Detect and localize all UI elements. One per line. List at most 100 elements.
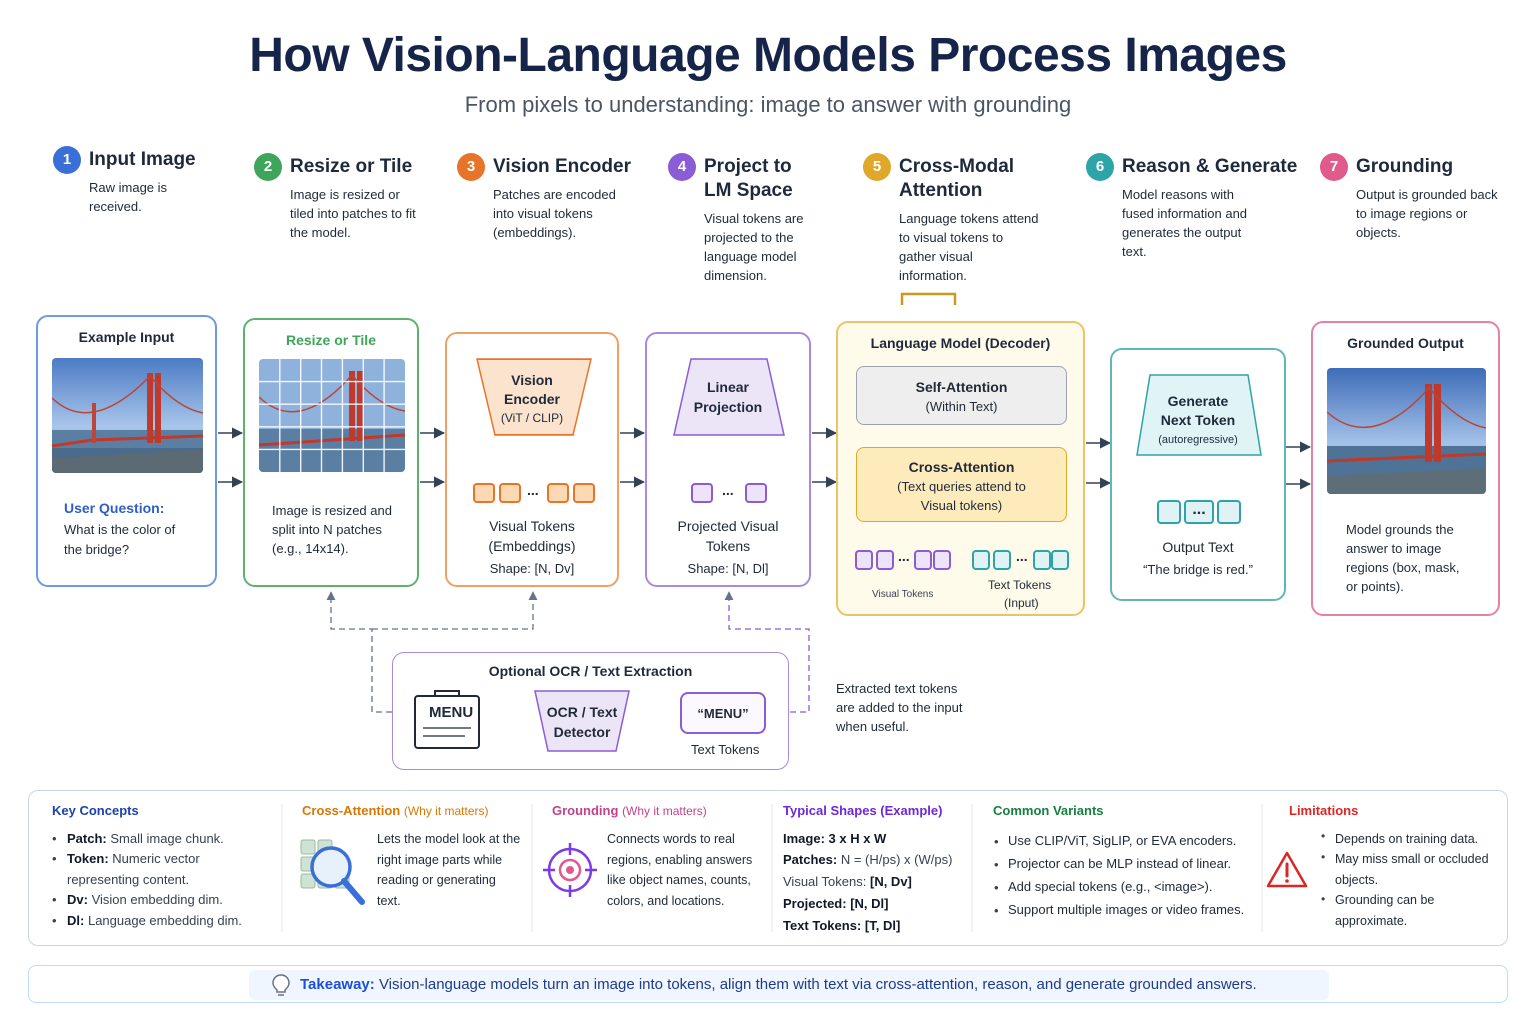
tokens-label: Projected Visual — [677, 518, 779, 534]
target-icon — [543, 843, 597, 897]
encoder-line2: Encoder — [503, 391, 560, 407]
step-desc: Raw image is received. — [89, 180, 168, 214]
cross-attention-text: Lets the model look at the right image p… — [377, 832, 521, 908]
user-question-label: User Question: — [64, 500, 165, 516]
takeaway-highlight — [249, 970, 1329, 1000]
text-token — [972, 550, 990, 570]
concept-term: Token: — [67, 851, 109, 866]
concept-text: Small image chunk. — [110, 831, 224, 846]
bullet: • — [52, 892, 57, 907]
step-number: 7 — [1320, 153, 1348, 181]
encoder-line3: (ViT / CLIP) — [500, 411, 564, 425]
projected-token — [691, 483, 713, 503]
generate-card: Generate Next Token (autoregressive) ...… — [1110, 348, 1286, 601]
tokens-shape: Shape: [N, Dl] — [687, 561, 769, 576]
encoder-line1: Vision — [511, 372, 553, 388]
grounded-output-card: Grounded Output Model grounds the answer… — [1311, 321, 1500, 616]
step-number: 5 — [863, 153, 891, 181]
magnifier-icon — [300, 839, 365, 905]
grounded-bridge-image — [1327, 368, 1486, 494]
limitation-item: Grounding can be approximate. — [1335, 893, 1435, 928]
tokens-sub: (Embeddings) — [488, 538, 576, 554]
bullet: • — [52, 831, 57, 846]
visual-token — [547, 483, 569, 503]
output-token — [1217, 500, 1241, 524]
takeaway-label: Takeaway: — [300, 976, 375, 993]
variants-title: Common Variants — [993, 803, 1104, 818]
shape-value: N = (H/ps) x (W/ps) — [840, 852, 953, 867]
text-token — [1033, 550, 1051, 570]
ocr-output-label: “MENU” — [697, 706, 749, 721]
variant-item: Support multiple images or video frames. — [1008, 902, 1245, 917]
bridge-image — [52, 358, 203, 473]
step-title: Vision Encoder — [493, 156, 631, 177]
step-title: Project to LM Space — [704, 156, 793, 201]
tokens-label: Visual Tokens — [489, 518, 575, 534]
cross-attention-title: Cross-Attention — [908, 459, 1015, 475]
step-title: Input Image — [89, 149, 196, 170]
panel-title-text: Grounding — [552, 803, 619, 818]
cross-attention-block: Cross-Attention (Text queries attend to … — [856, 447, 1067, 522]
bullet: • — [994, 834, 999, 849]
bullet: • — [994, 857, 999, 872]
card-title: Language Model (Decoder) — [870, 335, 1051, 351]
shape-item: Text Tokens: [T, Dl] — [783, 916, 900, 937]
concept-text: Language embedding dim. — [87, 913, 242, 928]
text-token — [993, 550, 1011, 570]
ocr-detector-block — [534, 690, 630, 752]
visual-token — [573, 483, 595, 503]
text-token — [1051, 550, 1069, 570]
step-desc: Output is grounded back to image regions… — [1356, 187, 1498, 240]
visual-token — [933, 550, 951, 570]
user-question-text: What is the color of the bridge? — [64, 522, 176, 557]
generate-line1: Generate — [1167, 393, 1229, 409]
step-number: 6 — [1086, 153, 1114, 181]
output-token-group: ... — [1184, 500, 1214, 524]
concept-term: Patch: — [67, 831, 107, 846]
projected-token — [745, 483, 767, 503]
resize-desc: Image is resized and split into N patche… — [272, 503, 392, 556]
ocr-card: Optional OCR / Text Extraction MENU OCR … — [392, 652, 789, 770]
step-desc: Model reasons with fused information and… — [1122, 187, 1248, 259]
shape-term: Text Tokens: — [783, 918, 862, 933]
visual-token — [914, 550, 932, 570]
why-label: (Why it matters) — [403, 804, 489, 818]
shape-value: [N, Dv] — [869, 874, 912, 889]
concept-term: Dl: — [67, 913, 85, 928]
shape-item: Patches: N = (H/ps) x (W/ps) — [783, 850, 952, 871]
self-attention-sub: (Within Text) — [925, 399, 998, 414]
step-desc: Patches are encoded into visual tokens (… — [493, 187, 616, 240]
shape-term: Visual Tokens: — [783, 874, 867, 889]
bullet: • — [52, 913, 57, 928]
cross-attention-sub: (Text queries attend to — [897, 479, 1026, 494]
key-concepts-title: Key Concepts — [52, 803, 139, 818]
generate-block — [1136, 374, 1262, 456]
shape-item: Visual Tokens: [N, Dv] — [783, 872, 912, 893]
key-concept-item: Dl: Language embedding dim. — [67, 911, 272, 932]
takeaway-body: Vision-language models turn an image int… — [378, 976, 1257, 993]
step-number: 1 — [53, 146, 81, 174]
grounding-panel-title: Grounding (Why it matters) — [552, 803, 707, 818]
generate-line2: Next Token — [1160, 412, 1236, 428]
page-subtitle: From pixels to understanding: image to a… — [464, 92, 1072, 117]
shape-item: Image: 3 x H x W — [783, 829, 886, 850]
text-tokens-sub: (Input) — [1004, 596, 1039, 610]
visual-token — [855, 550, 873, 570]
card-title: Grounded Output — [1347, 335, 1464, 351]
step-title: Reason & Generate — [1122, 156, 1298, 177]
token-dots: ... — [1016, 548, 1028, 564]
shape-term: Patches: — [783, 852, 838, 867]
decoder-card: Language Model (Decoder) Self-Attention … — [836, 321, 1085, 616]
projection-line2: Projection — [693, 399, 763, 415]
shape-item: Projected: [N, Dl] — [783, 894, 888, 915]
self-attention-title: Self-Attention — [915, 379, 1008, 395]
bullet: • — [1321, 829, 1326, 843]
limitation-item: Depends on training data. — [1335, 832, 1479, 846]
shape-term: Projected: — [783, 896, 847, 911]
output-label: Output Text — [1162, 539, 1234, 555]
bullet: • — [1321, 850, 1326, 864]
step-number: 2 — [254, 153, 282, 181]
text-tokens-label: Text Tokens — [988, 578, 1052, 592]
grounded-desc: Model grounds the answer to image region… — [1346, 522, 1460, 594]
output-token — [1157, 500, 1181, 524]
